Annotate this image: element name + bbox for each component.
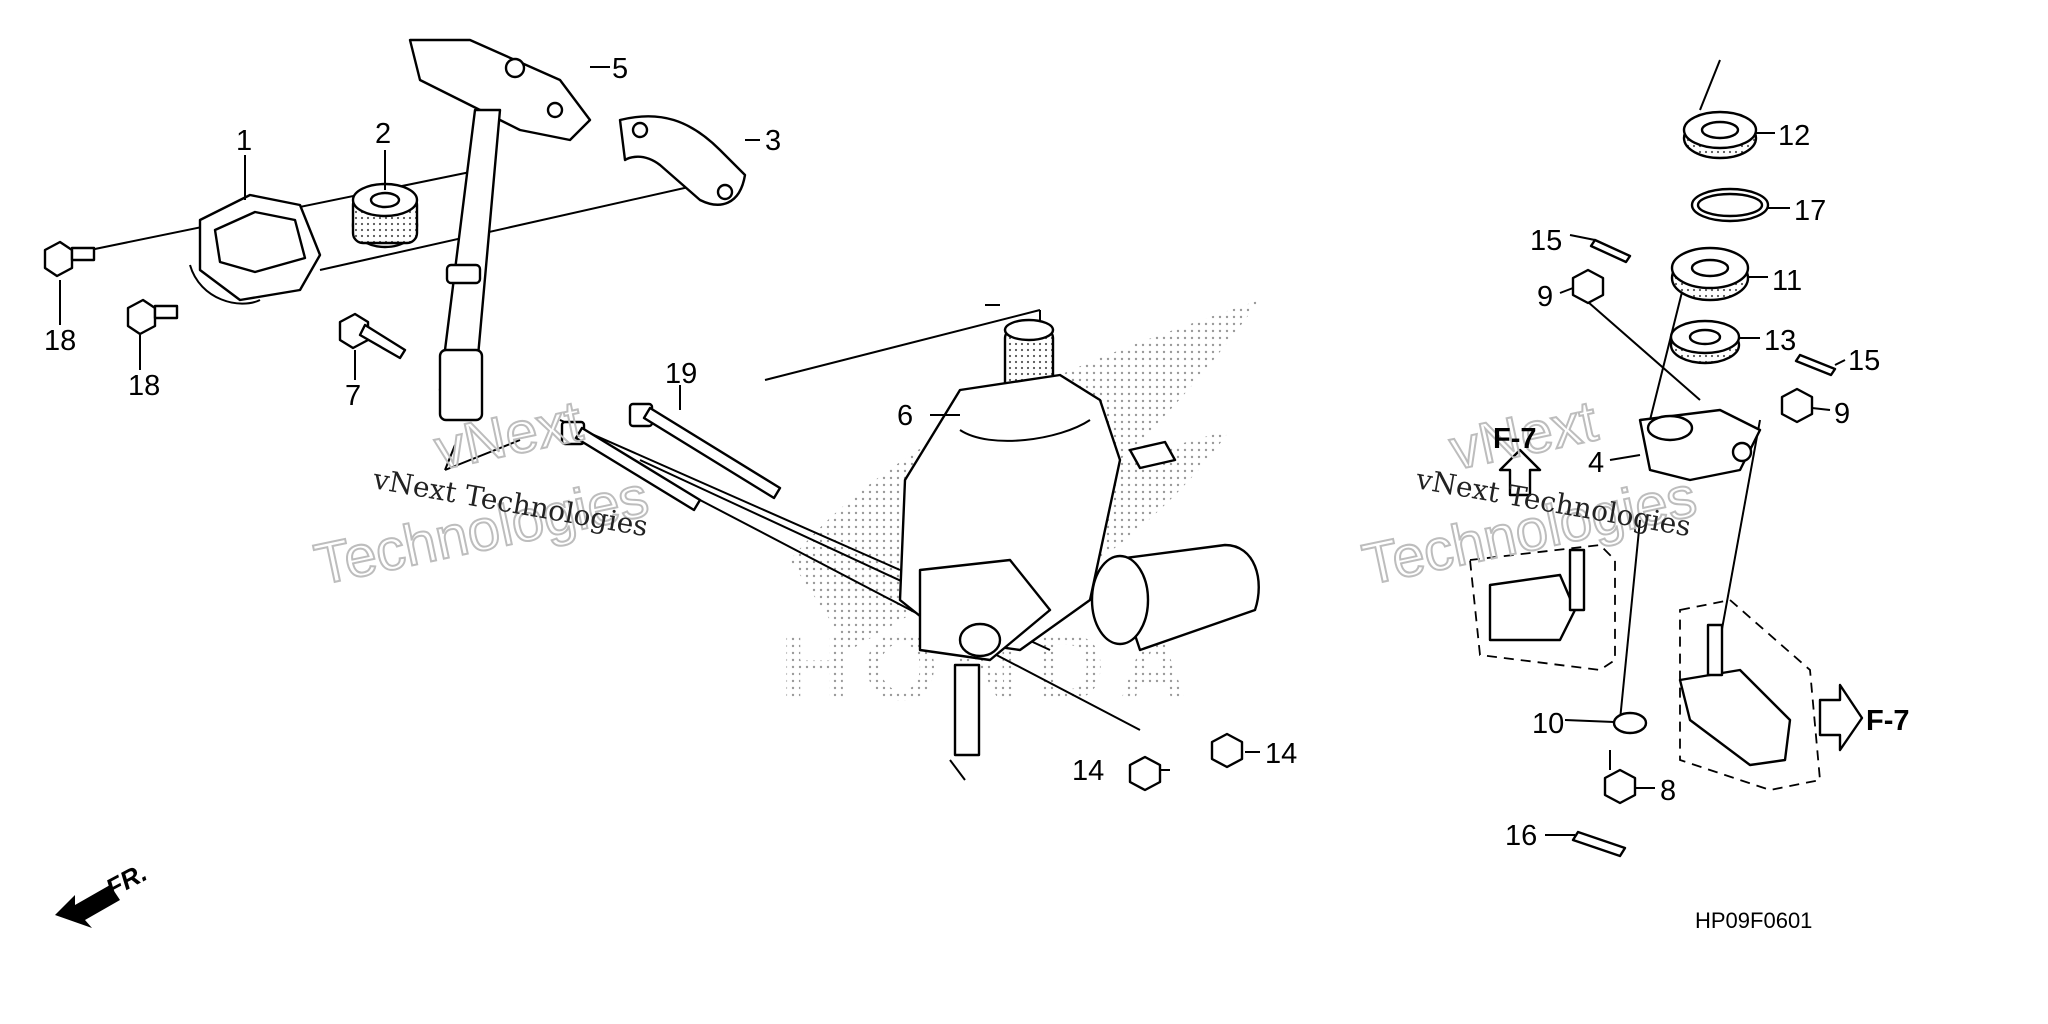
part-6-power-steering-unit (898, 318, 1260, 757)
callout-9b: 9 (1834, 398, 1850, 430)
callout-16: 16 (1505, 820, 1537, 852)
callout-14a: 14 (1072, 755, 1104, 787)
callout-18b: 18 (128, 370, 160, 402)
part-9-nuts (1571, 268, 1814, 424)
callout-9a: 9 (1537, 281, 1553, 313)
ref-label-top: F-7 (1493, 423, 1537, 455)
front-direction-arrow (55, 885, 120, 928)
callout-10: 10 (1532, 708, 1564, 740)
callout-15b: 15 (1848, 345, 1880, 377)
part-4-pitman-arm (1638, 408, 1762, 482)
part-12-oil-seal (1682, 110, 1758, 160)
part-19-long-bolts (560, 402, 782, 512)
part-18-bolts (43, 240, 179, 336)
tie-rod-end-bottom (1678, 599, 1821, 791)
part-14-nuts (1128, 732, 1244, 792)
part-5-steering-column (408, 38, 592, 422)
ref-arrow-top (1498, 448, 1542, 497)
ref-arrow-right (1818, 683, 1864, 752)
tie-rod-end-top (1469, 544, 1616, 671)
callout-17: 17 (1794, 195, 1826, 227)
part-7-bolt (338, 312, 407, 360)
part-2-grommet (351, 182, 419, 249)
callout-labels: 1 2 3 5 7 18 18 19 6 14 14 12 17 11 13 1… (44, 53, 1880, 852)
part-17-circlip (1690, 187, 1770, 223)
part-1-cover (189, 193, 322, 305)
callout-7: 7 (345, 380, 361, 412)
part-11-bearing (1670, 246, 1750, 302)
watermark-left: Technologies vNext vNext Technologies (308, 387, 655, 598)
part-8-nut (1603, 768, 1637, 805)
callout-15a: 15 (1530, 225, 1562, 257)
part-16-cotter-pin (1571, 830, 1627, 858)
callout-11: 11 (1772, 265, 1802, 297)
part-10-washer (1612, 711, 1648, 735)
callout-5: 5 (612, 53, 628, 85)
callout-12: 12 (1778, 120, 1810, 152)
part-13-oil-seal (1669, 319, 1741, 365)
callout-1: 1 (236, 125, 252, 157)
part-3-clamp (618, 115, 747, 206)
callout-6: 6 (897, 400, 913, 432)
ref-label-right: F-7 (1866, 705, 1910, 737)
callout-19: 19 (665, 358, 697, 390)
callout-14b: 14 (1265, 738, 1297, 770)
callout-3: 3 (765, 125, 781, 157)
part-15-cotter-pins (1589, 238, 1837, 377)
callout-8: 8 (1660, 775, 1676, 807)
diagram-code: HP09F0601 (1695, 908, 1812, 933)
callout-leaders (59, 66, 1846, 836)
callout-13: 13 (1764, 325, 1796, 357)
callout-18a: 18 (44, 325, 76, 357)
callout-2: 2 (375, 118, 391, 150)
callout-4: 4 (1588, 447, 1604, 479)
